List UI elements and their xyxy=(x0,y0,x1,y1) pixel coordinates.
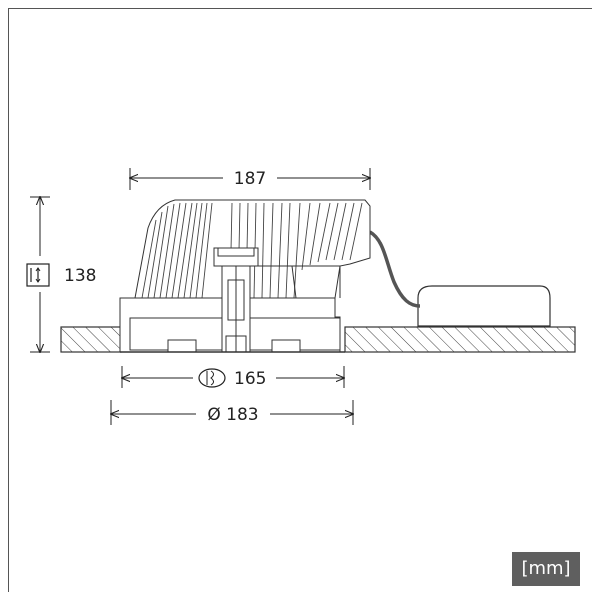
dimension-cutout: 165 xyxy=(122,366,344,389)
dimension-height: 138 xyxy=(26,197,96,352)
unit-badge: [mm] xyxy=(512,552,580,586)
dimension-cutout-label: 165 xyxy=(234,369,266,389)
dimension-height-label: 138 xyxy=(64,266,96,286)
dimension-outer-diameter: Ø 183 xyxy=(111,400,353,425)
driver-box xyxy=(417,285,551,327)
recess-depth-icon xyxy=(26,263,50,287)
dimension-width-label: 187 xyxy=(234,169,266,189)
luminaire-body xyxy=(119,199,371,353)
dimension-diameter-label: Ø 183 xyxy=(207,405,258,425)
cutout-diameter-icon xyxy=(198,368,226,388)
dimension-top-width: 187 xyxy=(130,168,370,190)
ceiling-right xyxy=(344,326,576,353)
ceiling-left xyxy=(60,326,122,353)
connection-cable xyxy=(368,230,421,308)
